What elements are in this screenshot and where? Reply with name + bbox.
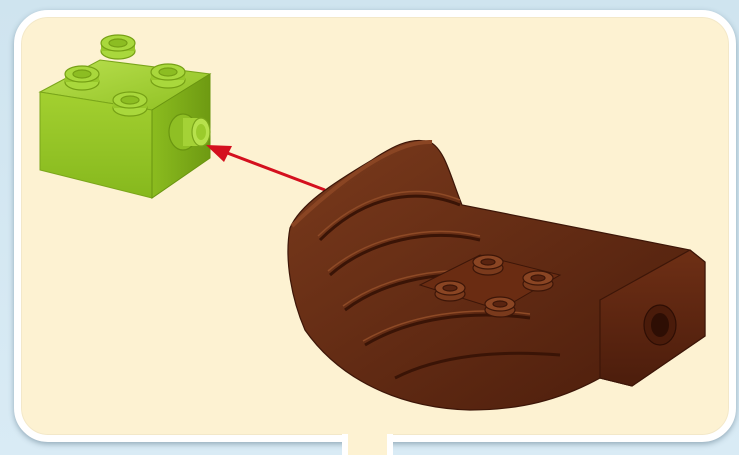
red-assembly-arrow-icon bbox=[206, 145, 325, 190]
lime-green-2x2-brick-with-side-stud-icon bbox=[40, 35, 210, 198]
panel-bottom-notch bbox=[345, 434, 390, 455]
brown-curved-ship-hull-piece-icon bbox=[288, 140, 705, 410]
